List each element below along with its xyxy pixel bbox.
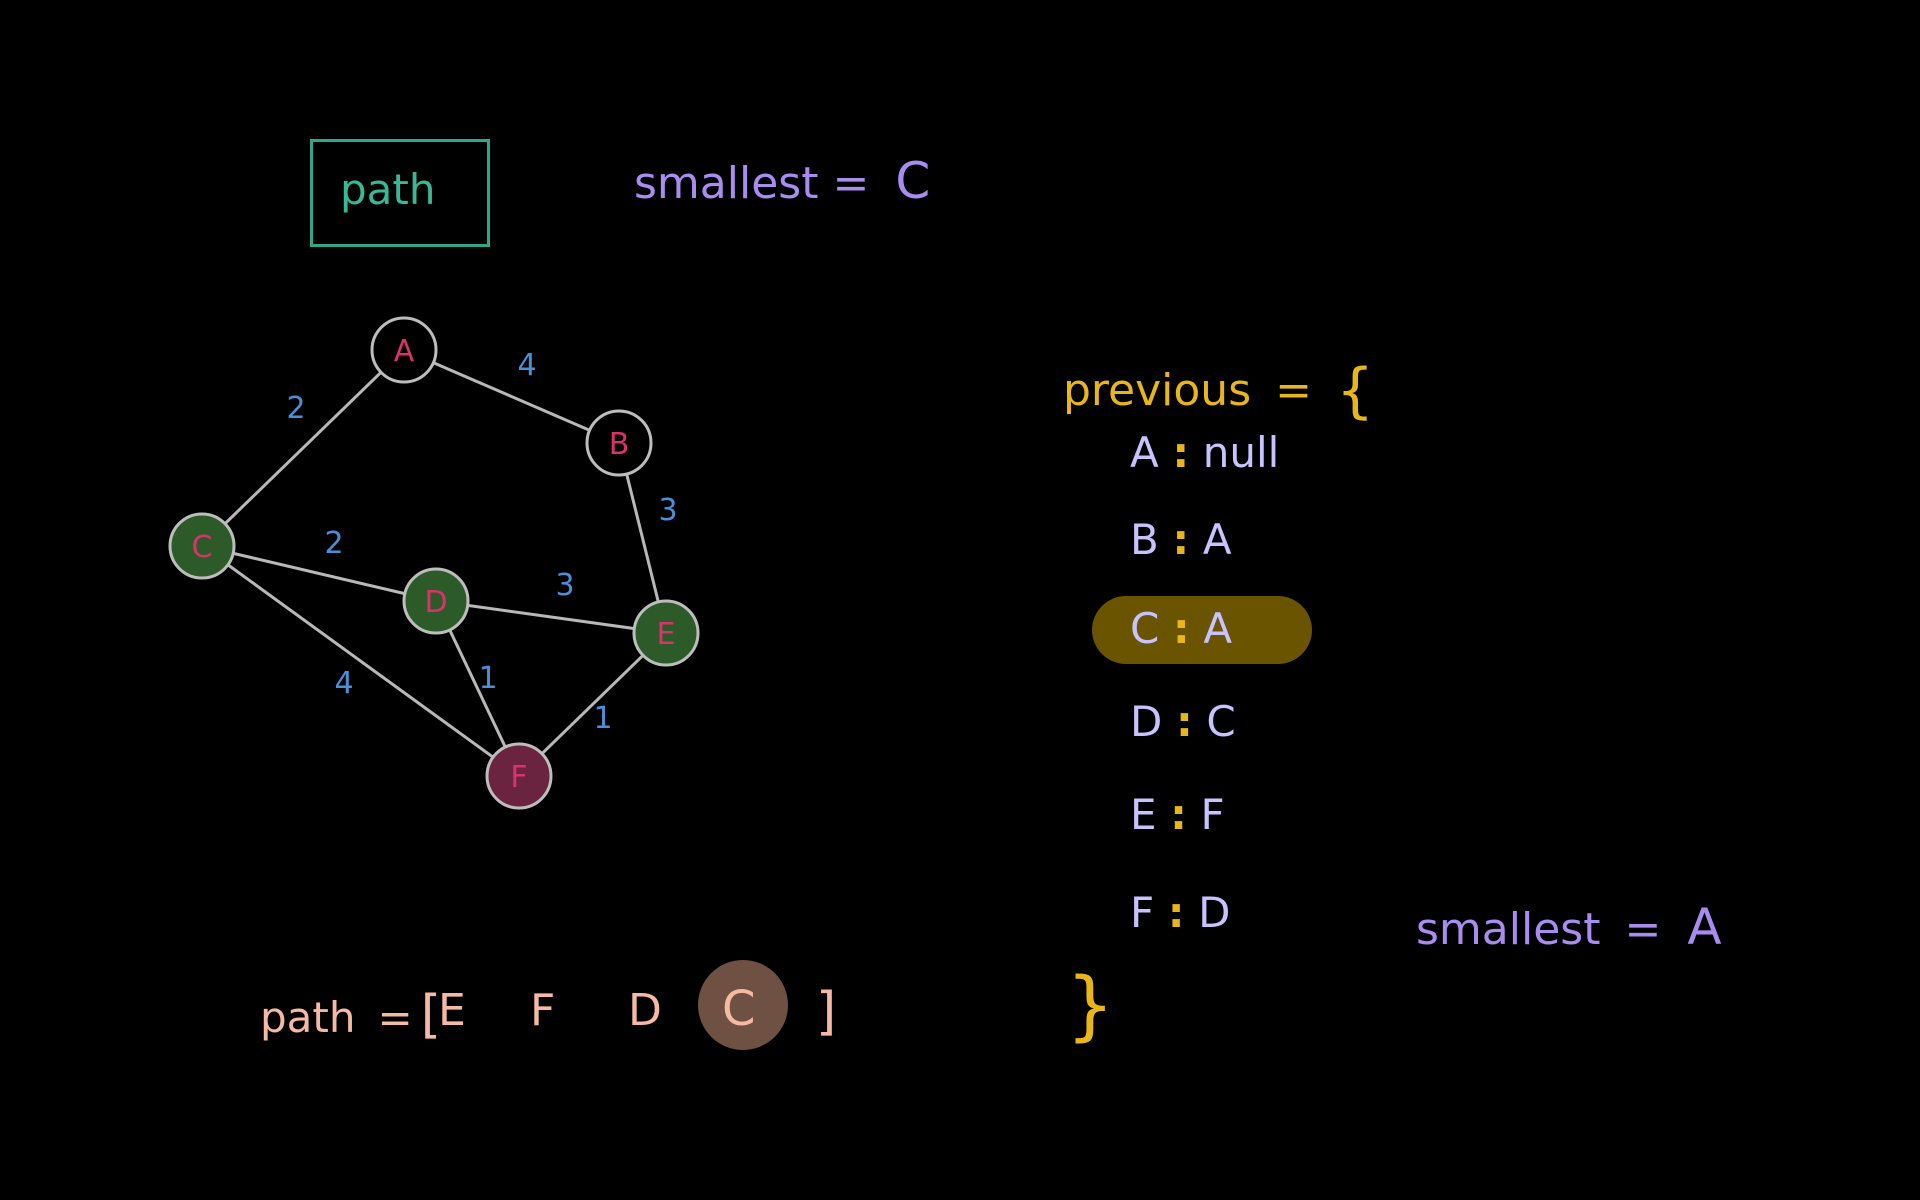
- previous-heading: previous = {: [1063, 356, 1374, 426]
- node-f: F: [485, 742, 553, 810]
- edge-weight-c-f: 4: [334, 666, 353, 701]
- node-label: A: [394, 334, 415, 369]
- edge-weight-a-c: 2: [286, 391, 305, 426]
- node-b: B: [585, 409, 653, 477]
- node-circle: [585, 409, 653, 477]
- node-label: E: [657, 617, 676, 652]
- previous-close-brace: }: [1066, 960, 1115, 1049]
- smallest-top-label: smallest: [634, 158, 819, 209]
- previous-entry-colon: :: [1172, 604, 1190, 653]
- previous-entry-colon: :: [1175, 697, 1193, 746]
- node-circle: [485, 742, 553, 810]
- edge-d-e: [435, 599, 667, 635]
- edge-a-c: [200, 348, 406, 548]
- edge-weight-e-f: 1: [593, 701, 612, 736]
- previous-entry-c: C: A: [1130, 604, 1232, 653]
- smallest-top-eq: =: [832, 158, 870, 209]
- previous-entry-key: D: [1130, 697, 1163, 746]
- node-circle: [632, 599, 700, 667]
- previous-entry-value: D: [1198, 888, 1231, 937]
- previous-entry-colon: :: [1167, 888, 1185, 937]
- previous-entry-a: A:null: [1130, 428, 1279, 477]
- path-item: E: [438, 985, 466, 1036]
- path-box: [310, 139, 490, 247]
- node-c: C: [168, 512, 236, 580]
- edge-weight-a-b: 4: [517, 348, 536, 383]
- previous-entry-e: E: F: [1130, 790, 1225, 839]
- path-array-label: path =[: [260, 985, 441, 1045]
- smallest-top: smallest = C: [634, 152, 930, 210]
- path-item: D: [628, 985, 662, 1036]
- previous-entry-key: F: [1130, 888, 1155, 937]
- previous-label: previous: [1063, 365, 1252, 416]
- node-label: D: [424, 585, 447, 620]
- path-array-eq: =: [377, 993, 413, 1042]
- path-item: F: [530, 985, 556, 1036]
- node-label: B: [609, 427, 630, 462]
- smallest-bottom-label: smallest: [1416, 904, 1601, 955]
- node-label: C: [192, 530, 213, 565]
- edge-a-b: [403, 348, 620, 445]
- previous-open-brace: {: [1336, 356, 1375, 426]
- smallest-top-value: C: [895, 152, 931, 210]
- previous-entry-key: B: [1130, 515, 1159, 564]
- node-circle: [370, 316, 438, 384]
- path-item-highlight: [698, 960, 788, 1050]
- previous-entry-value: F: [1200, 790, 1225, 839]
- node-a: A: [370, 316, 438, 384]
- previous-entry-colon: :: [1170, 790, 1187, 839]
- path-item: C: [722, 981, 756, 1037]
- edge-weight-d-e: 3: [555, 568, 574, 603]
- edge-weight-b-e: 3: [658, 493, 677, 528]
- edge-e-f: [517, 631, 668, 778]
- previous-entry-d: D: C: [1130, 697, 1236, 746]
- previous-entry-colon: :: [1172, 515, 1190, 564]
- previous-entry-key: E: [1130, 790, 1157, 839]
- graph-nodes: A B C D E F: [168, 316, 700, 810]
- previous-eq: =: [1275, 365, 1312, 416]
- previous-entry-b: B:A: [1130, 515, 1232, 564]
- previous-entry-value: A: [1202, 515, 1232, 564]
- path-box-label: path: [340, 165, 436, 214]
- smallest-bottom-eq: =: [1624, 904, 1662, 955]
- node-d: D: [402, 567, 470, 635]
- edge-c-d: [201, 544, 437, 603]
- edge-weight-c-d: 2: [324, 526, 343, 561]
- path-array-close-bracket: ]: [816, 982, 837, 1042]
- node-e: E: [632, 599, 700, 667]
- graph-edge-weights: 4 2 3 2 4 3 1 1: [286, 348, 677, 736]
- smallest-bottom: smallest = A: [1416, 898, 1722, 956]
- previous-entry-value: null: [1202, 428, 1280, 477]
- path-array-name: path: [260, 993, 356, 1042]
- smallest-bottom-value: A: [1687, 898, 1722, 956]
- previous-entry-f: F: D: [1130, 888, 1231, 937]
- edge-c-f: [201, 544, 520, 778]
- previous-entry-key: C: [1130, 604, 1160, 653]
- node-label: F: [510, 760, 527, 795]
- node-circle: [402, 567, 470, 635]
- node-circle: [168, 512, 236, 580]
- previous-highlight: [1092, 596, 1312, 664]
- path-array-open-bracket: [: [420, 985, 441, 1045]
- previous-entry-value: C: [1206, 697, 1236, 746]
- previous-entry-key: A: [1130, 428, 1159, 477]
- edge-weight-d-f: 1: [478, 661, 497, 696]
- previous-entry-value: A: [1203, 604, 1233, 653]
- previous-entry-colon: :: [1172, 428, 1190, 477]
